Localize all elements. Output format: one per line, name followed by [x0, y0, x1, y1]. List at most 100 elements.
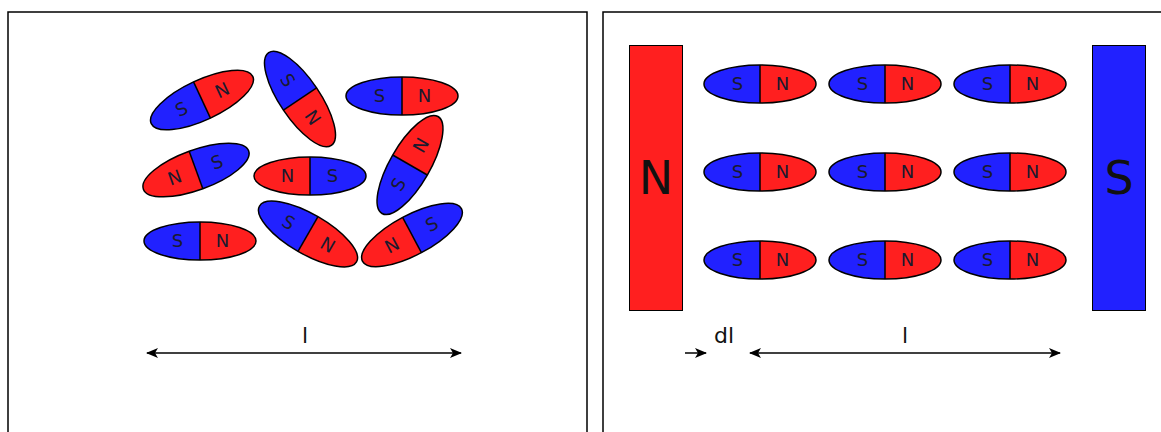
magnet-shape: [141, 57, 262, 143]
pole-half: [1010, 153, 1066, 191]
pole-text-holder: S: [189, 131, 257, 190]
pole-half: [704, 153, 760, 191]
pole-divider: [199, 222, 201, 260]
pole-letter: S: [388, 175, 409, 194]
pole-text-holder: S: [143, 221, 200, 261]
pole-letter: S: [982, 163, 993, 181]
pole-letter: N: [281, 167, 294, 185]
pole-letter: S: [982, 75, 993, 93]
pole-letter: N: [410, 135, 432, 156]
pole-text-holder: N: [885, 152, 942, 192]
pole-half: [704, 241, 760, 279]
pole-divider: [759, 65, 761, 103]
pole-letter: S: [732, 163, 743, 181]
pole-text-holder: N: [1010, 240, 1067, 280]
magnet-shape: [703, 64, 817, 104]
pole-half: [885, 65, 941, 103]
pole-text-holder: S: [953, 240, 1010, 280]
pole-letter: N: [216, 232, 229, 250]
pole-letter: N: [418, 87, 431, 105]
dimension-label: l: [900, 325, 910, 347]
pole-letter: N: [1026, 251, 1039, 269]
pole-letter: S: [327, 167, 338, 185]
small-magnet: NS: [253, 156, 367, 196]
bar-magnet: N: [629, 45, 683, 311]
pole-half: [885, 153, 941, 191]
pole-divider: [759, 153, 761, 191]
small-magnet: SN: [953, 64, 1067, 104]
pole-letter: S: [732, 75, 743, 93]
pole-text-holder: N: [760, 240, 817, 280]
pole-divider: [884, 241, 886, 279]
pole-half: [760, 241, 816, 279]
magnet-outline: [954, 65, 1066, 103]
magnet-outline: [144, 222, 256, 260]
pole-letter: N: [776, 75, 789, 93]
pole-text-holder: S: [828, 240, 885, 280]
pole-letter: N: [165, 167, 184, 189]
pole-half: [346, 77, 402, 115]
pole-letter: N: [901, 251, 914, 269]
magnet-shape: [828, 240, 942, 280]
small-magnet: SN: [703, 64, 817, 104]
small-magnet: SN: [828, 152, 942, 192]
pole-letter: S: [857, 163, 868, 181]
pole-letter: S: [857, 75, 868, 93]
pole-letter: N: [1026, 75, 1039, 93]
pole-letter: S: [857, 251, 868, 269]
magnet-shape: [352, 190, 472, 281]
pole-half: [254, 157, 310, 195]
small-magnet: SN: [828, 240, 942, 280]
small-magnet: SN: [828, 64, 942, 104]
pole-divider: [884, 153, 886, 191]
pole-letter: N: [382, 234, 402, 256]
pole-divider: [403, 217, 422, 252]
pole-half: [1010, 241, 1066, 279]
magnet-outline: [704, 153, 816, 191]
dimension-arrow: [147, 352, 461, 354]
pole-letter: N: [901, 75, 914, 93]
magnet-shape: [248, 187, 368, 280]
pole-divider: [194, 82, 211, 118]
small-magnet: SN: [703, 240, 817, 280]
pole-text-holder: S: [703, 152, 760, 192]
pole-divider: [1009, 153, 1011, 191]
pole-letter: S: [172, 232, 183, 250]
magnet-shape: [703, 240, 817, 280]
pole-text-holder: N: [760, 64, 817, 104]
magnet-outline: [346, 77, 458, 115]
dimension-label: l: [300, 325, 310, 347]
magnet-outline: [353, 191, 471, 279]
magnet-shape: [703, 152, 817, 192]
panel-border: [603, 12, 1161, 432]
small-magnet: SN: [953, 152, 1067, 192]
pole-letter: S: [209, 152, 226, 173]
pole-half: [402, 77, 458, 115]
pole-half: [1010, 65, 1066, 103]
pole-letter: N: [1026, 163, 1039, 181]
pole-text-holder: N: [885, 240, 942, 280]
pole-divider: [759, 241, 761, 279]
small-magnet: SN: [143, 221, 257, 261]
small-magnet: SN: [251, 40, 350, 158]
pole-half: [760, 65, 816, 103]
pole-text-holder: S: [703, 64, 760, 104]
pole-letter: N: [901, 163, 914, 181]
pole-half: [954, 241, 1010, 279]
magnet-outline: [252, 41, 348, 156]
magnet-outline: [704, 65, 816, 103]
pole-letter: S: [374, 87, 385, 105]
magnet-outline: [250, 189, 367, 280]
small-magnet: SN: [141, 57, 262, 143]
panel-border: [8, 12, 587, 432]
pole-divider: [1009, 65, 1011, 103]
magnet-shape: [253, 156, 367, 196]
pole-half: [704, 65, 760, 103]
small-magnet: SN: [703, 152, 817, 192]
pole-half: [200, 222, 256, 260]
magnet-outline: [137, 132, 256, 208]
small-magnet: NS: [352, 190, 472, 281]
pole-divider: [401, 77, 403, 115]
